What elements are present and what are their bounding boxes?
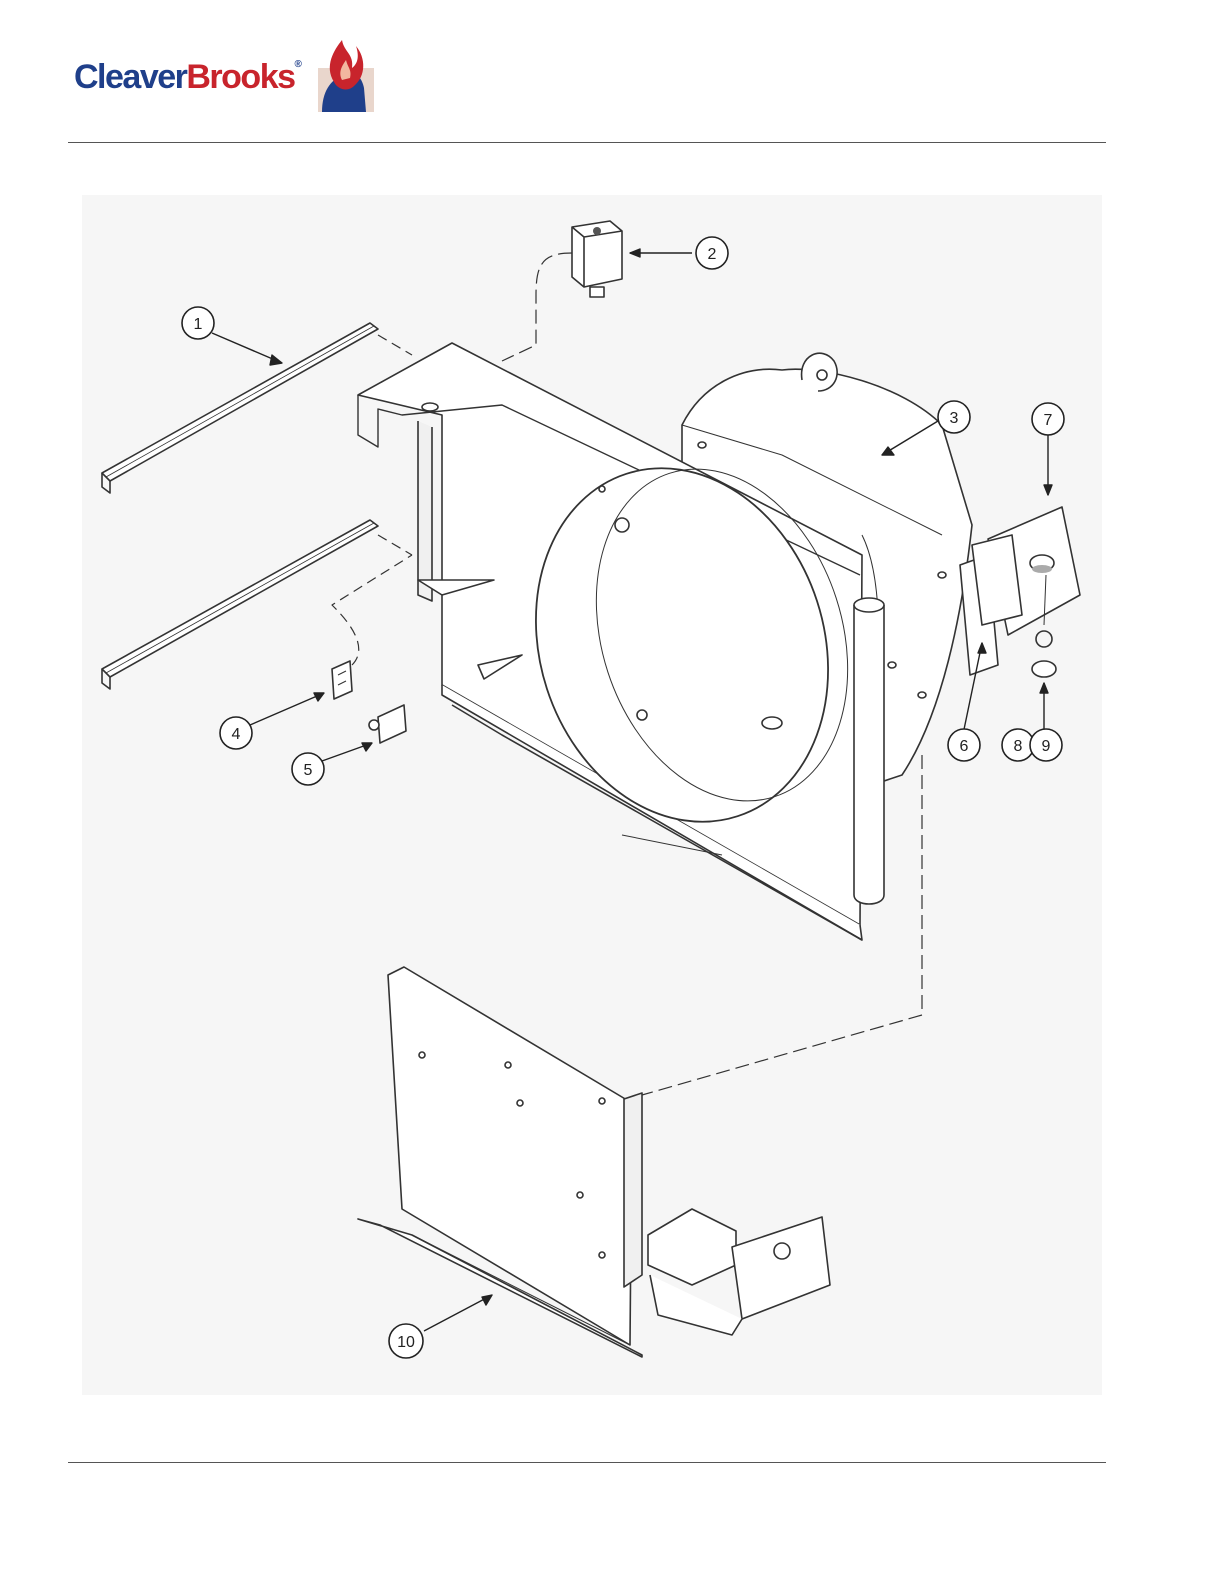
callout-7: 7	[1032, 403, 1064, 435]
callout-4: 4	[220, 717, 252, 749]
callout-3: 3	[938, 401, 970, 433]
vertical-tube	[854, 598, 884, 904]
svg-text:7: 7	[1044, 412, 1053, 429]
parts-diagram: 1 2 3 7 4 5 6 8	[82, 195, 1102, 1395]
callout-6: 6	[948, 729, 980, 761]
air-switch	[369, 705, 406, 743]
sight-glass	[1032, 631, 1056, 677]
svg-text:3: 3	[950, 410, 959, 427]
svg-text:9: 9	[1042, 738, 1051, 755]
callout-1: 1	[182, 307, 214, 339]
base-plate	[358, 967, 830, 1357]
header-rule	[68, 142, 1106, 143]
flame-hand-icon	[304, 22, 376, 114]
svg-text:1: 1	[194, 316, 203, 333]
callout-10: 10	[389, 1324, 423, 1358]
sight-plate	[972, 507, 1080, 635]
footer-rule	[68, 1462, 1106, 1463]
rail-upper	[102, 323, 378, 493]
svg-text:8: 8	[1014, 738, 1023, 755]
callout-8: 8	[1002, 729, 1034, 761]
callout-5: 5	[292, 753, 324, 785]
callout-9: 9	[1030, 729, 1062, 761]
exploded-parts-drawing: 1 2 3 7 4 5 6 8	[82, 195, 1102, 1395]
svg-text:6: 6	[960, 738, 969, 755]
callout-2: 2	[696, 237, 728, 269]
svg-text:5: 5	[304, 762, 313, 779]
svg-text:2: 2	[708, 246, 717, 263]
motor-actuator	[572, 221, 622, 297]
logo-wordmark: CleaverBrooks®	[74, 60, 300, 94]
cleaver-brooks-logo: CleaverBrooks®	[74, 22, 374, 118]
svg-text:4: 4	[232, 726, 241, 743]
switch-bracket	[332, 661, 352, 699]
rail-lower	[102, 520, 378, 689]
svg-text:10: 10	[397, 1334, 415, 1351]
